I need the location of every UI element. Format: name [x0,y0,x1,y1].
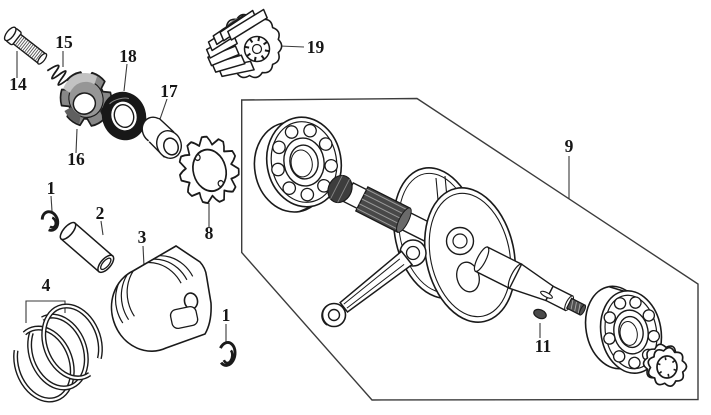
svg-text:16: 16 [67,149,85,169]
svg-text:3: 3 [138,227,147,247]
svg-text:4: 4 [42,275,51,295]
svg-text:17: 17 [160,81,178,101]
svg-text:14: 14 [9,74,27,94]
svg-text:18: 18 [119,46,137,66]
svg-text:2: 2 [96,203,105,223]
svg-text:1: 1 [47,178,56,198]
svg-text:11: 11 [535,336,552,356]
svg-text:15: 15 [55,32,73,52]
svg-text:8: 8 [205,223,214,243]
svg-text:19: 19 [307,37,325,57]
svg-text:1: 1 [222,305,231,325]
svg-text:9: 9 [565,136,574,156]
